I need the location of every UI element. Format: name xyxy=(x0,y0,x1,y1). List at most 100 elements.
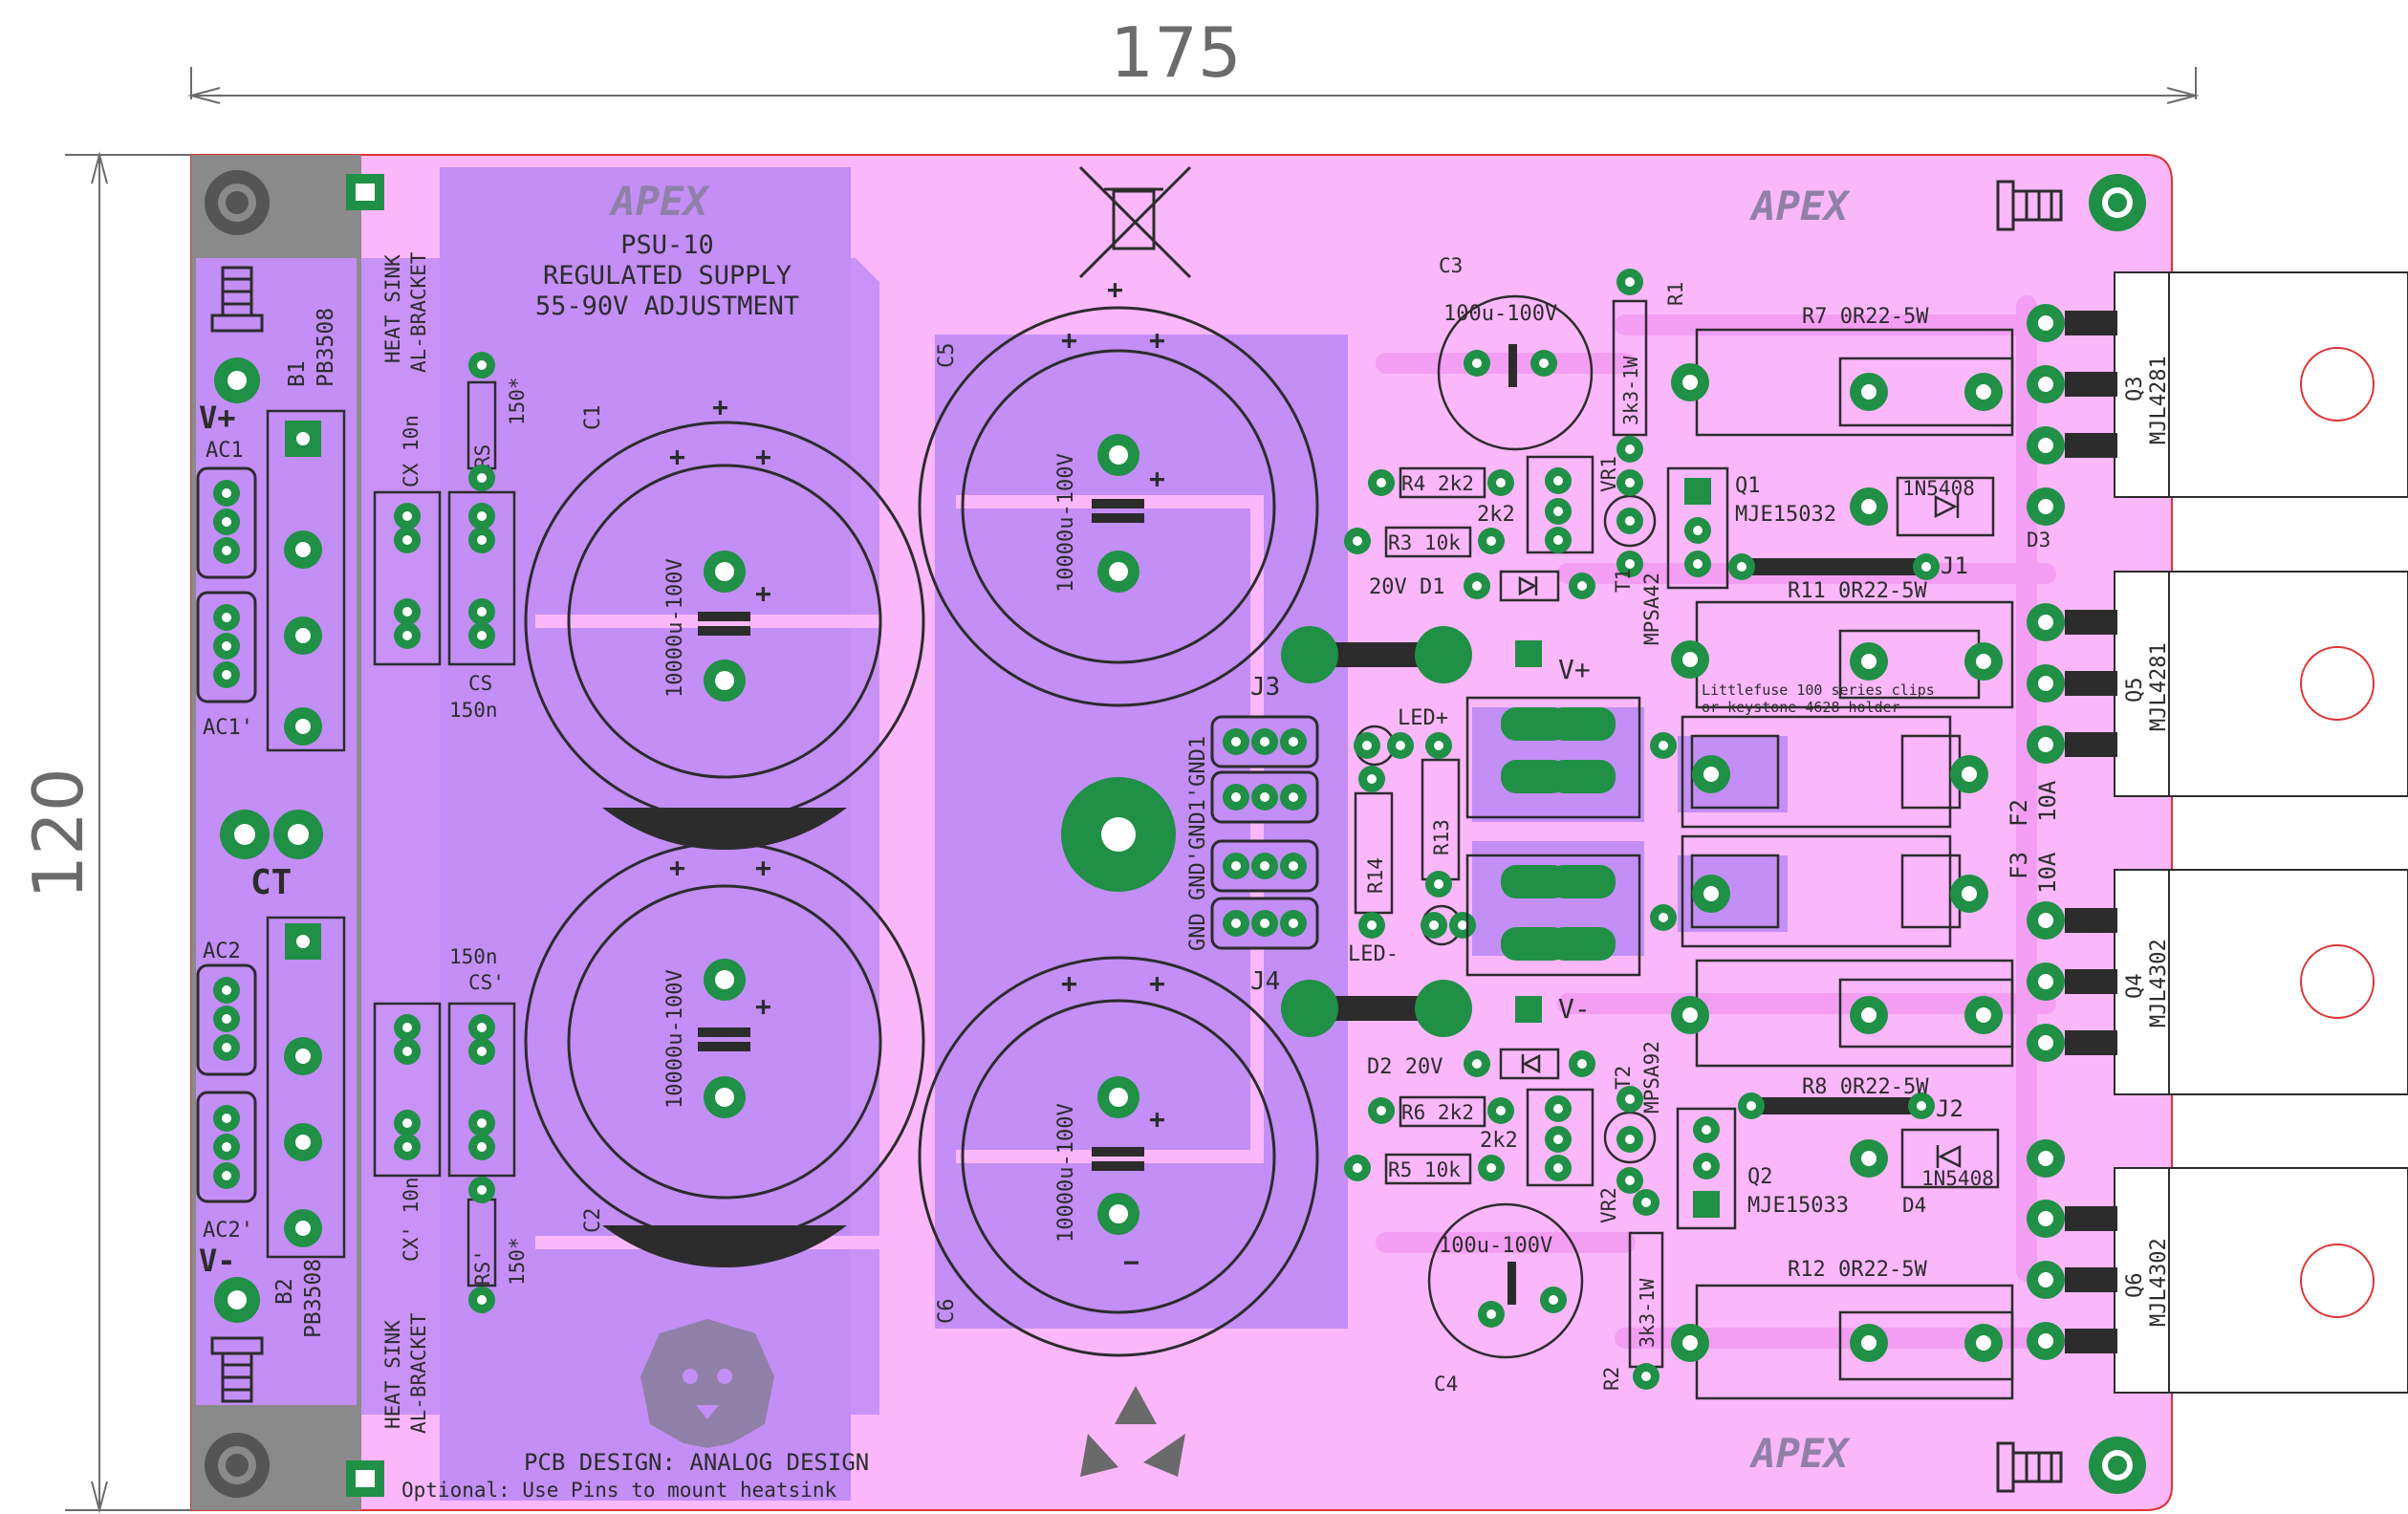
corner-pins xyxy=(346,174,384,1497)
q6-label: Q6 xyxy=(2123,1273,2147,1299)
q1-label: Q1 xyxy=(1735,474,1761,498)
d1-label: 20V D1 xyxy=(1369,575,1444,599)
f2-value: 10A xyxy=(2034,780,2061,822)
r13-label: R13 xyxy=(1430,819,1453,855)
svg-text:+: + xyxy=(1149,967,1165,999)
svg-text:+: + xyxy=(1149,1103,1165,1135)
q3-label: Q3 xyxy=(2123,377,2147,402)
ac1-label: AC1 xyxy=(206,439,244,463)
svg-text:−: − xyxy=(1123,1246,1139,1278)
c6-value: 10000u-100V xyxy=(1054,1103,1078,1243)
title-line3: 55-90V ADJUSTMENT xyxy=(535,292,799,321)
r7-label: R7 0R22-5W xyxy=(1802,305,1929,329)
q5-label: Q5 xyxy=(2123,678,2147,703)
recycle-icon xyxy=(1080,1386,1185,1477)
d3-part: 1N5408 xyxy=(1902,477,1975,500)
q1-part: MJE15032 xyxy=(1735,503,1836,527)
j1-label: J1 xyxy=(1941,552,1968,579)
svg-text:−: − xyxy=(712,1246,728,1278)
d3-label: D3 xyxy=(2027,529,2050,552)
q2-part: MJE15033 xyxy=(1747,1194,1849,1218)
led-minus-label: LED- xyxy=(1348,942,1399,966)
svg-text:+: + xyxy=(755,577,771,609)
screw-icon-right-top xyxy=(1996,180,2063,231)
ct-label: CT xyxy=(250,863,292,902)
q5-part: MJL4281 xyxy=(2147,642,2171,731)
cs-bot-label: CS' xyxy=(468,971,505,994)
c2-label: C2 xyxy=(581,1208,605,1234)
r1-value: 3k3-1W xyxy=(1619,356,1642,425)
b1-part: PB3508 xyxy=(314,308,338,387)
svg-text:+: + xyxy=(1061,324,1077,356)
height-label: 120 xyxy=(18,768,98,898)
weee-bin-icon xyxy=(1078,165,1192,279)
vminus-label: V- xyxy=(199,1243,236,1279)
svg-text:+: + xyxy=(712,391,728,422)
output-connector-vplus xyxy=(1465,696,1641,819)
svg-text:+: + xyxy=(1149,324,1165,356)
c4-label: C4 xyxy=(1434,1373,1458,1395)
r3-label: R3 10k xyxy=(1388,531,1461,554)
heatsink-bot-label-2: AL-BRACKET xyxy=(407,1312,430,1434)
ac2p-label: AC2' xyxy=(203,1219,253,1243)
dimension-height xyxy=(65,151,194,1514)
screw-icon-left-top xyxy=(210,266,264,333)
rs-bot-value: 150* xyxy=(506,1237,529,1286)
vr1-value: 2k2 xyxy=(1477,503,1515,527)
t2-outline xyxy=(1603,1111,1657,1164)
q6-part: MJL4302 xyxy=(2147,1238,2171,1327)
r12-label: R12 0R22-5W xyxy=(1788,1258,1927,1282)
cx-top-label: CX 10n xyxy=(400,415,423,487)
c4-value: 100u-100V xyxy=(1439,1234,1552,1258)
f3-label: F3 xyxy=(2006,852,2032,879)
r6-label: R6 2k2 xyxy=(1401,1101,1474,1124)
q4-part: MJL4302 xyxy=(2147,939,2171,1027)
t1-part: MPSA42 xyxy=(1640,573,1663,645)
r1-body xyxy=(1612,299,1648,437)
j3-label: J3 xyxy=(1250,673,1280,702)
svg-text:+: + xyxy=(1061,967,1077,999)
r2-value: 3k3-1W xyxy=(1636,1278,1659,1348)
gnd-labels: GND GND'GND1'GND1 xyxy=(1186,736,1210,951)
svg-text:+: + xyxy=(1107,273,1123,305)
screw-icon-left-bottom xyxy=(210,1336,264,1403)
svg-text:+: + xyxy=(669,441,685,472)
d2-outline xyxy=(1499,1048,1560,1080)
c1-label: C1 xyxy=(581,405,605,431)
title-line1: PSU-10 xyxy=(620,230,714,260)
vr1-label: VR1 xyxy=(1597,456,1620,492)
c5-label: C5 xyxy=(935,343,959,369)
c3-label: C3 xyxy=(1439,254,1463,277)
q2-outline xyxy=(1676,1107,1737,1230)
power-transistors xyxy=(2027,271,2408,1394)
f3-value: 10A xyxy=(2034,852,2061,894)
q1-outline xyxy=(1666,466,1729,590)
out-vplus-label: V+ xyxy=(1558,654,1591,685)
cs-top-value: 150n xyxy=(449,699,498,722)
f2-label: F2 xyxy=(2006,799,2032,827)
svg-text:+: + xyxy=(755,441,771,472)
q3-part: MJL4281 xyxy=(2147,356,2171,444)
t2-part: MPSA92 xyxy=(1640,1041,1663,1114)
capacitor-c5 xyxy=(918,306,1319,707)
r14-label: R14 xyxy=(1364,857,1387,894)
r6-r5-outlines xyxy=(1384,1095,1486,1185)
title-line2: REGULATED SUPPLY xyxy=(543,261,792,291)
output-connector-pins xyxy=(1501,640,1616,1023)
svg-text:+: + xyxy=(755,990,771,1022)
t2-label: T2 xyxy=(1612,1066,1635,1090)
out-vminus-label: V- xyxy=(1558,993,1591,1025)
capacitor-c3 xyxy=(1437,294,1594,451)
rs-bot-label: RS' xyxy=(471,1249,494,1286)
heatsink-bot-label: HEAT SINK xyxy=(381,1320,404,1429)
b2-label: B2 xyxy=(272,1278,297,1305)
vr2-label: VR2 xyxy=(1597,1187,1620,1223)
d4-part: 1N5408 xyxy=(1921,1167,1994,1190)
ac2-label: AC2 xyxy=(203,940,241,963)
r4-r3-outlines xyxy=(1384,466,1486,558)
svg-text:+: + xyxy=(755,852,771,883)
t1-outline xyxy=(1603,494,1657,548)
c1-value: 10000u-100V xyxy=(663,558,687,698)
heatsink-top-label-2: AL-BRACKET xyxy=(407,251,430,373)
c2-value: 10000u-100V xyxy=(663,969,687,1109)
